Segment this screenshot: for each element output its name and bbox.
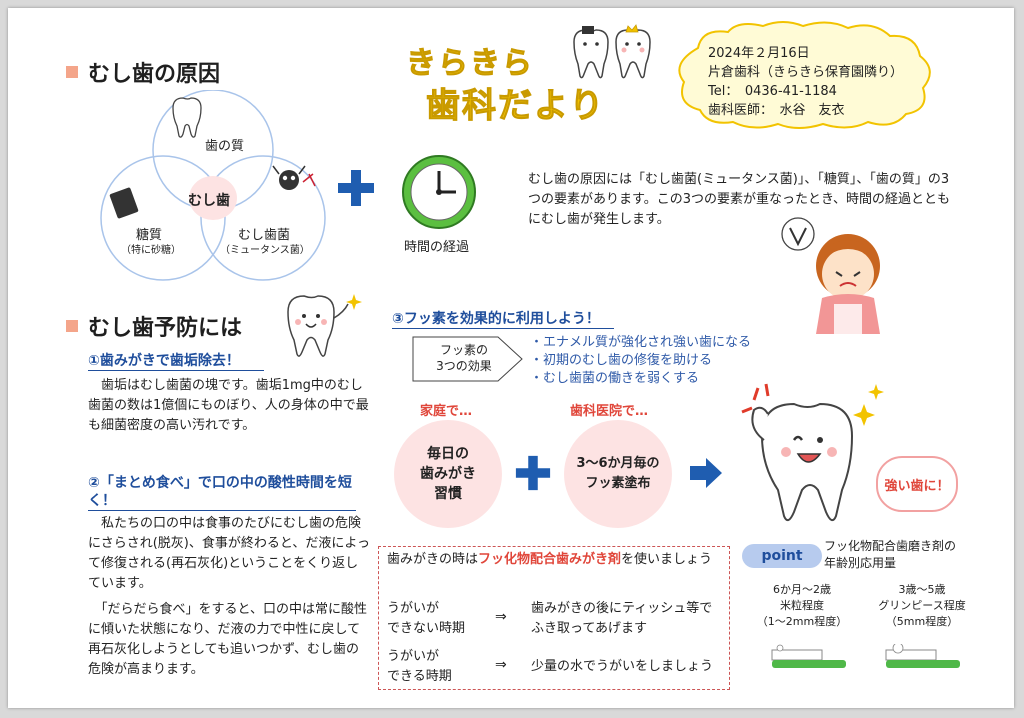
info-cloud-shape (678, 21, 931, 129)
clinic-fluoride-circle: 3～6か月毎の フッ素塗布 (564, 420, 672, 528)
fluoride-effect: ・エナメル質が強化され強い歯になる (530, 335, 752, 350)
time-label: 時間の経過 (404, 240, 470, 255)
effects-arrow-label: フッ素の 3つの効果 (436, 343, 492, 373)
fluoride-effect: ・初期のむし歯の修復を助ける (530, 353, 713, 368)
clinic-label: 歯科医院で… (570, 404, 649, 419)
strong-tooth-icon (741, 383, 884, 522)
venn-center-label: むし歯 (188, 193, 230, 209)
section-bullet-icon (66, 320, 78, 332)
toothpaste-intro: 歯みがきの時はフッ化物配合歯みがき剤を使いましょう (387, 552, 713, 567)
cause-description: むし歯の原因には「むし歯菌(ミュータンス菌)」、「糖質」、「歯の質」の3つの要素… (528, 172, 951, 227)
effects-arrow-shape (412, 336, 523, 382)
circle-note-sugar: （特に砂糖） (121, 245, 181, 256)
clock-icon (402, 155, 476, 229)
age-amount-1: 6か月～2歳 米粒程度 （1～2mm程度） (756, 583, 848, 628)
cause-section-title: むし歯の原因 (66, 56, 220, 88)
circle-label-sugar: 糖質 (136, 228, 163, 243)
home-label: 家庭で… (420, 404, 473, 419)
row2-arrow: ⇒ (495, 657, 507, 673)
prevention-item2-title: ②「まとめ食べ」で口の中の酸性時間を短く！ (88, 474, 356, 511)
circle-label-bacteria: むし歯菌 (238, 228, 291, 243)
prevention-section-title: むし歯予防には (66, 310, 242, 342)
prevention-item1-title: ①歯みがきで歯垢除去！ (88, 352, 264, 371)
toothbrush-large-icon (885, 644, 960, 668)
prevention-item2-text1: 私たちの口の中は食事のたびにむし歯の危険にさらされ(脱灰)、食事が終わると、だ液… (88, 516, 370, 591)
arrow-right-icon (690, 458, 722, 488)
home-habit-circle: 毎日の 歯みがき 習慣 (394, 420, 502, 528)
clinic-tel: Tel： 0436-41-1184 (708, 84, 837, 99)
fluoride-effect: ・むし歯菌の働きを弱くする (530, 371, 700, 386)
strong-tooth-label: 強い歯に！ (884, 478, 950, 494)
issue-date: 2024年２月16日 (708, 46, 810, 61)
doctor-name: 歯科医師： 水谷 友衣 (708, 103, 845, 118)
plus-icon (338, 170, 374, 206)
row1-label: うがいが できない時期 (387, 601, 466, 636)
girl-toothache-icon (781, 217, 880, 334)
row2-text: 少量の水でうがいをしましょう (531, 659, 714, 674)
newsletter-page: きらきら 歯科だより 2024年２月16日 片倉歯科（きらきら保育園隣り） Te… (8, 8, 1014, 708)
newsletter-title-line1: きらきら (406, 46, 534, 82)
age-amount-2: 3歳～5歳 グリンピース程度 （5mm程度） (878, 583, 966, 628)
circle-note-bacteria: （ミュータンス菌） (220, 245, 310, 256)
plus-icon (515, 455, 551, 491)
prevention-item1-text: 歯垢はむし歯菌の塊です。歯垢1mg中のむし歯菌の数は1億個にものぼり、人の身体の… (88, 378, 369, 433)
section-bullet-icon (66, 66, 78, 78)
toothpaste-table: 歯みがきの時はフッ化物配合歯みがき剤を使いましょう うがいが できない時期 ⇒ … (378, 546, 730, 690)
info-block: 2024年２月16日 片倉歯科（きらきら保育園隣り） Tel： 0436-41-… (708, 44, 903, 120)
point-title: フッ化物配合歯磨き剤の 年齢別応用量 (824, 539, 957, 570)
prevention-item2-text2: 「だらだら食べ」をすると、口の中は常に酸性に傾いた状態になり、だ液の力で中性に戻… (88, 602, 367, 677)
clinic-name: 片倉歯科（きらきら保育園隣り） (708, 65, 904, 80)
point-pill: point (742, 544, 822, 568)
circle-label-teeth: 歯の質 (205, 139, 245, 154)
newsletter-title-line2: 歯科だより (425, 86, 606, 127)
cause-venn-diagram (100, 90, 326, 281)
waving-tooth-icon (287, 294, 362, 357)
fluoride-effects-list: ・エナメル質が強化され強い歯になる ・初期のむし歯の修復を助ける ・むし歯菌の働… (530, 334, 751, 388)
toothbrush-small-icon (771, 644, 846, 668)
fluoride-title: ③フッ素を効果的に利用しよう！ (392, 310, 614, 329)
row1-text: 歯みがきの後にティッシュ等でふき取ってあげます (531, 601, 713, 636)
row2-label: うがいが できる時期 (387, 649, 452, 684)
row1-arrow: ⇒ (495, 609, 507, 625)
strong-tooth-bubble: 強い歯に！ (876, 456, 958, 512)
teeth-couple-icon (573, 24, 651, 79)
